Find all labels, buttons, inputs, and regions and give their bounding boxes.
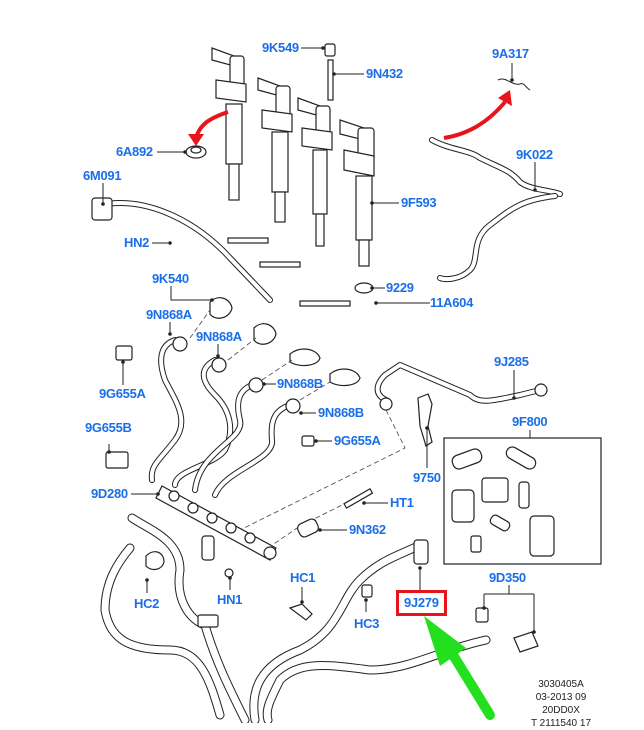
footer-line-3: 20DD0X <box>542 705 580 716</box>
nut-9n868b-2 <box>285 398 301 414</box>
label-9n868b-2: 9N868B <box>318 405 364 420</box>
injector-1 <box>211 47 247 201</box>
label-9n868b-1: 9N868B <box>277 376 323 391</box>
label-9n868a-1: 9N868A <box>146 307 192 322</box>
label-6m091: 6M091 <box>83 168 122 183</box>
label-9k540: 9K540 <box>152 271 189 286</box>
label-11a604: 11A604 <box>430 295 474 310</box>
label-hn1: HN1 <box>217 592 243 607</box>
label-hc2: HC2 <box>134 596 160 611</box>
nut-9n868b-1 <box>248 377 264 393</box>
label-6a892: 6A892 <box>116 144 153 159</box>
label-9g655a-2: 9G655A <box>334 433 381 448</box>
label-9229: 9229 <box>386 280 414 295</box>
label-9d280: 9D280 <box>91 486 128 501</box>
nut-9n868a-1 <box>172 336 188 352</box>
label-9j285: 9J285 <box>494 354 529 369</box>
label-9k549: 9K549 <box>262 40 299 55</box>
footer-line-4: T 2111540 17 <box>530 718 592 729</box>
drawing-reference-block: 3030405A 03-2013 09 20DD0X T 2111540 17 <box>496 678 626 730</box>
label-9f593: 9F593 <box>401 195 437 210</box>
injector-3 <box>297 97 333 247</box>
nut-9n868a-2 <box>211 357 227 373</box>
label-hc1: HC1 <box>290 570 316 585</box>
injector-4 <box>339 119 375 267</box>
footer-line-1: 3030405A <box>538 679 584 690</box>
label-9a317: 9A317 <box>492 46 529 61</box>
injector-2 <box>257 77 293 223</box>
label-hc3: HC3 <box>354 616 380 631</box>
green-pointer-arrow <box>424 616 495 720</box>
footer-line-2: 03-2013 09 <box>535 692 587 703</box>
label-9g655b: 9G655B <box>85 420 132 435</box>
kit-box-9f800 <box>443 437 602 565</box>
label-9n362: 9N362 <box>349 522 386 537</box>
label-9j279-highlighted: 9J279 <box>396 590 447 616</box>
label-9f800: 9F800 <box>512 414 548 429</box>
label-9k022: 9K022 <box>516 147 553 162</box>
label-9750: 9750 <box>413 470 441 485</box>
label-9n868a-2: 9N868A <box>196 329 242 344</box>
label-9g655a-1: 9G655A <box>99 386 146 401</box>
label-9n432: 9N432 <box>366 66 403 81</box>
label-hn2: HN2 <box>124 235 150 250</box>
label-9d350: 9D350 <box>489 570 526 585</box>
label-ht1: HT1 <box>390 495 414 510</box>
